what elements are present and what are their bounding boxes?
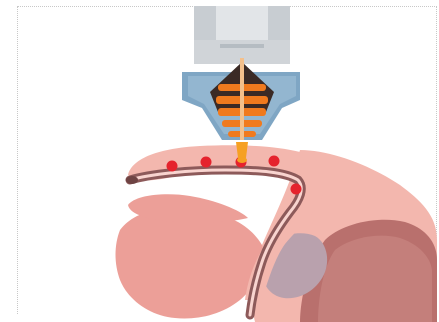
tissue-lower-lobe: [116, 208, 264, 318]
energy-beam-icon: [236, 142, 248, 163]
canal-opening: [126, 176, 138, 184]
treatment-point-icon: [269, 156, 280, 167]
applicator-icon: [182, 6, 300, 140]
treatment-point-icon: [291, 184, 302, 195]
treatment-point-icon: [201, 157, 212, 168]
treatment-point-icon: [167, 161, 178, 172]
